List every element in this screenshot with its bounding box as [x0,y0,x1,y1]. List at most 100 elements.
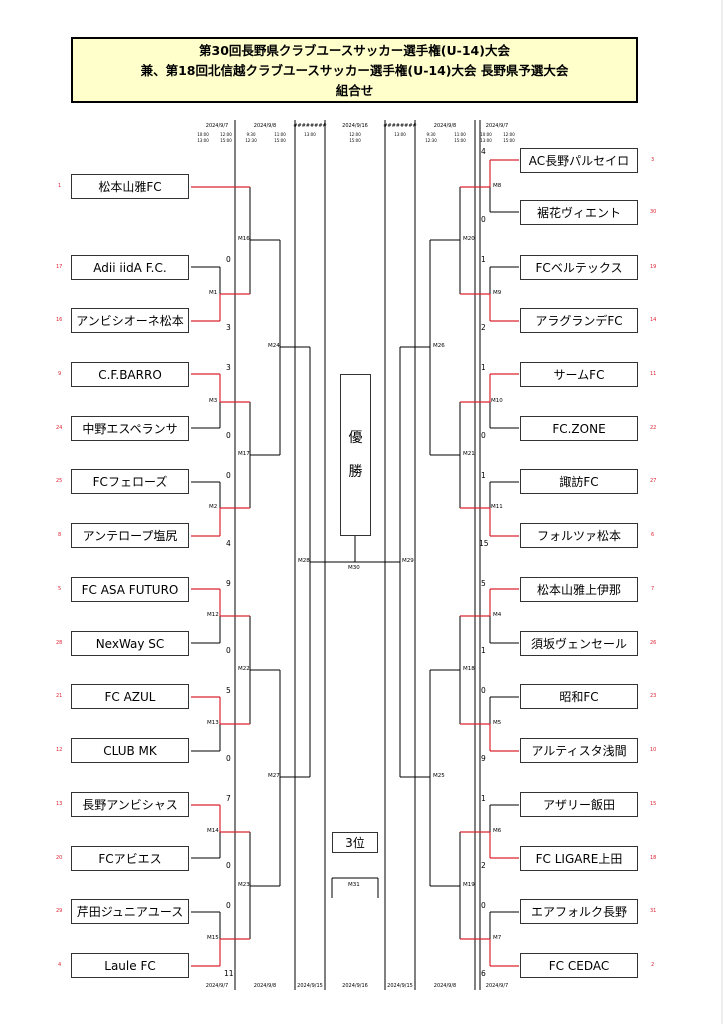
date-top: 2024/9/16 [342,123,368,129]
match-label: M21 [463,451,475,457]
match-label: M1 [209,290,218,296]
team-box-right: FC CEDAC [520,953,638,978]
seed-number: 27 [650,478,657,484]
score: 2 [481,323,486,332]
seed-number: 5 [58,586,62,592]
match-label: M10 [491,398,503,404]
seed-number: 14 [650,317,657,323]
team-box-left: 芹田ジュニアユース [71,899,189,924]
date-top: 2024/9/7 [205,123,229,129]
match-label: M19 [463,882,475,888]
team-box-right: FCベルテックス [520,255,638,280]
champion-box: 優 勝 [340,374,371,536]
seed-number: 1 [58,183,62,189]
seed-number: 30 [650,209,657,215]
match-label: M22 [238,666,250,672]
seed-number: 21 [56,693,63,699]
match-label: M9 [493,290,502,296]
match-label: M29 [402,558,414,564]
team-box-left: FCアビエス [71,846,189,871]
score: 0 [481,431,486,440]
seed-number: 18 [650,855,657,861]
match-label: M25 [433,773,445,779]
seed-number: 13 [56,801,63,807]
tournament-title: 第30回長野県クラブユースサッカー選手権(U-14)大会 兼、第18回北信越クラ… [71,37,638,103]
team-box-left: 松本山雅FC [71,174,189,199]
team-box-left: Adii iidA F.C. [71,255,189,280]
match-label: M6 [493,828,502,834]
date-bottom: 2024/9/16 [342,983,368,989]
seed-number: 15 [650,801,657,807]
match-label: M4 [493,612,502,618]
team-box-left: C.F.BARRO [71,362,189,387]
kickoff-times: 13:00 [304,132,316,137]
team-box-left: 長野アンビシャス [71,792,189,817]
date-bottom: 2024/9/7 [485,983,509,989]
team-box-right: エアフォルク長野 [520,899,638,924]
score: 1 [481,646,486,655]
match-label: M8 [493,183,502,189]
date-top: 2024/9/8 [253,123,277,129]
match-label: M18 [463,666,475,672]
score: 1 [481,363,486,372]
team-box-right: フォルツァ松本 [520,523,638,548]
seed-number: 20 [56,855,63,861]
seed-number: 23 [650,693,657,699]
seed-number: 2 [651,962,655,968]
score: 1 [481,471,486,480]
title-line-1: 第30回長野県クラブユースサッカー選手権(U-14)大会 [199,43,510,58]
match-label: M17 [238,451,250,457]
match-label: M26 [433,343,445,349]
seed-number: 10 [650,747,657,753]
seed-number: 29 [56,908,63,914]
team-box-right: FC.ZONE [520,416,638,441]
seed-number: 28 [56,640,63,646]
score: 0 [226,901,231,910]
kickoff-times: 13:00 [394,132,406,137]
score: 9 [226,579,231,588]
seed-number: 22 [650,425,657,431]
team-box-right: 裾花ヴィエント [520,200,638,225]
match-label: M27 [268,773,280,779]
team-box-right: FC LIGARE上田 [520,846,638,871]
team-box-left: FCフェローズ [71,469,189,494]
score: 1 [481,255,486,264]
seed-number: 3 [651,157,655,163]
team-box-left: CLUB MK [71,738,189,763]
third-place-box: 3位 [332,832,378,853]
score: 2 [481,861,486,870]
seed-number: 26 [650,640,657,646]
team-box-left: アンビシオーネ松本 [71,308,189,333]
score: 6 [481,969,486,978]
seed-number: 17 [56,264,63,270]
score: 11 [224,969,234,978]
match-label: M2 [209,504,218,510]
seed-number: 16 [56,317,63,323]
title-line-3: 組合せ [335,83,374,98]
score: 0 [226,861,231,870]
page-edge [721,0,723,1024]
champion-char-2: 勝 [348,464,363,480]
date-bottom: 2024/9/15 [297,983,323,989]
team-box-left: 中野エスペランサ [71,416,189,441]
score: 0 [226,754,231,763]
match-label: M13 [207,720,219,726]
seed-number: 6 [651,532,655,538]
score: 0 [226,255,231,264]
score: 0 [226,431,231,440]
score: 0 [226,646,231,655]
match-label: M12 [207,612,219,618]
seed-number: 4 [58,962,62,968]
match-label: M16 [238,236,250,242]
seed-number: 19 [650,264,657,270]
team-box-right: アザリー飯田 [520,792,638,817]
score: 0 [226,471,231,480]
team-box-left: NexWay SC [71,631,189,656]
team-box-right: AC長野パルセイロ [520,148,638,173]
